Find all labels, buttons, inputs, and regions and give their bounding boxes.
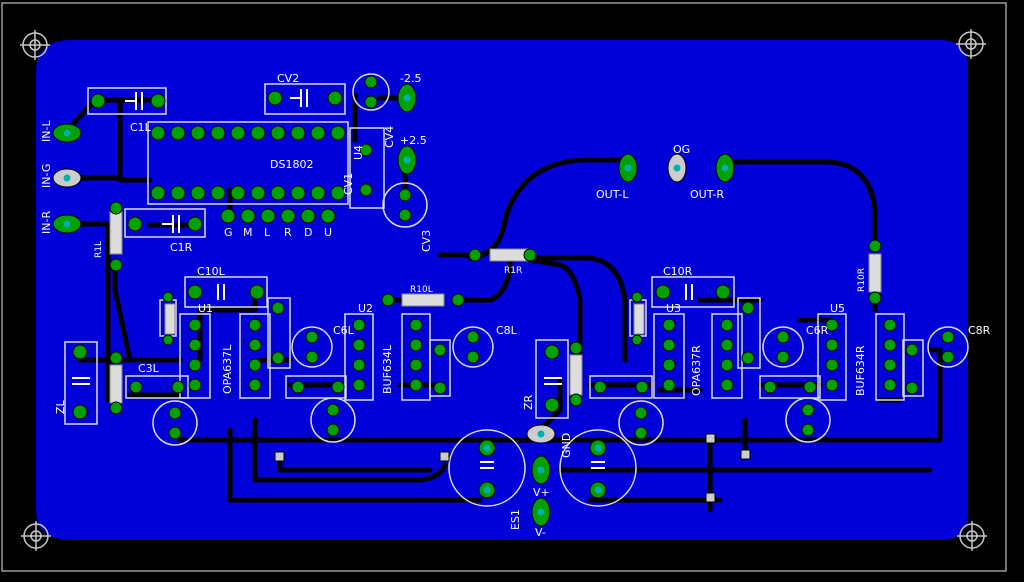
- label-opa637l: OPA637L: [221, 344, 234, 394]
- label-r1r: R1R: [504, 266, 522, 276]
- label-r10l: R10L: [410, 285, 433, 295]
- label-header-u: U: [324, 226, 332, 239]
- electrolytic-capacitors: [152, 73, 969, 507]
- capacitor-symbols: [72, 89, 693, 469]
- label-cv3: CV3: [420, 230, 433, 252]
- mounting-hole-top-right: [956, 29, 986, 59]
- label-cv1: CV1: [342, 173, 355, 195]
- resistors: [109, 211, 882, 404]
- label-c8r: C8R: [968, 324, 991, 337]
- label-u1: U1: [198, 302, 213, 315]
- label-u3: U3: [666, 302, 681, 315]
- label-c10l: C10L: [197, 265, 226, 278]
- label-cv4: CV4: [383, 126, 396, 148]
- label-header-m: M: [243, 226, 253, 239]
- label-c10r: C10R: [663, 265, 693, 278]
- label-c1l: C1L: [130, 121, 152, 134]
- label-es1: ES1: [509, 509, 522, 530]
- label-opa637r: OPA637R: [690, 345, 703, 396]
- label-header-r: R: [284, 226, 292, 239]
- mounting-hole-bottom-right: [957, 521, 987, 551]
- label-buf634l: BUF634L: [381, 344, 394, 394]
- silkscreen-outlines: [64, 83, 924, 425]
- label-zl: ZL: [54, 399, 67, 414]
- label-c1r: C1R: [170, 241, 193, 254]
- label-r10r: R10R: [857, 268, 867, 292]
- label-u5: U5: [830, 302, 845, 315]
- board-outline: [1, 2, 1007, 572]
- label-buf634r: BUF634R: [854, 345, 867, 396]
- label-c8l: C8L: [496, 324, 518, 337]
- pad-holes: [63, 94, 729, 516]
- label-zr: ZR: [522, 394, 535, 410]
- label-gnd: GND: [560, 433, 573, 458]
- label-vneg: V-: [535, 526, 546, 539]
- label-c6r: C6R: [806, 324, 829, 337]
- copper-traces: [62, 92, 943, 513]
- label-header-l: L: [264, 226, 271, 239]
- mounting-hole-top-left: [20, 30, 50, 60]
- label-header-g: G: [224, 226, 233, 239]
- label-in-r: IN-R: [40, 211, 53, 234]
- label-in-g: IN-G: [40, 164, 53, 188]
- mounting-hole-bottom-left: [21, 521, 51, 551]
- label-out-r: OUT-R: [690, 188, 724, 201]
- label-c6l: C6L: [333, 324, 355, 337]
- label-ds1802: DS1802: [270, 158, 313, 171]
- label-header-d: D: [304, 226, 312, 239]
- label-og: OG: [673, 143, 690, 156]
- label-neg25: -2.5: [400, 72, 421, 85]
- label-out-l: OUT-L: [596, 188, 629, 201]
- label-r1l: R1L: [94, 241, 104, 258]
- label-in-l: IN-L: [40, 120, 53, 142]
- label-u2: U2: [358, 302, 373, 315]
- label-pos25: +2.5: [400, 134, 427, 147]
- label-vpos: V+: [533, 486, 550, 499]
- label-u4: U4: [352, 145, 365, 160]
- label-c3l: C3L: [138, 362, 160, 375]
- label-cv2: CV2: [277, 72, 299, 85]
